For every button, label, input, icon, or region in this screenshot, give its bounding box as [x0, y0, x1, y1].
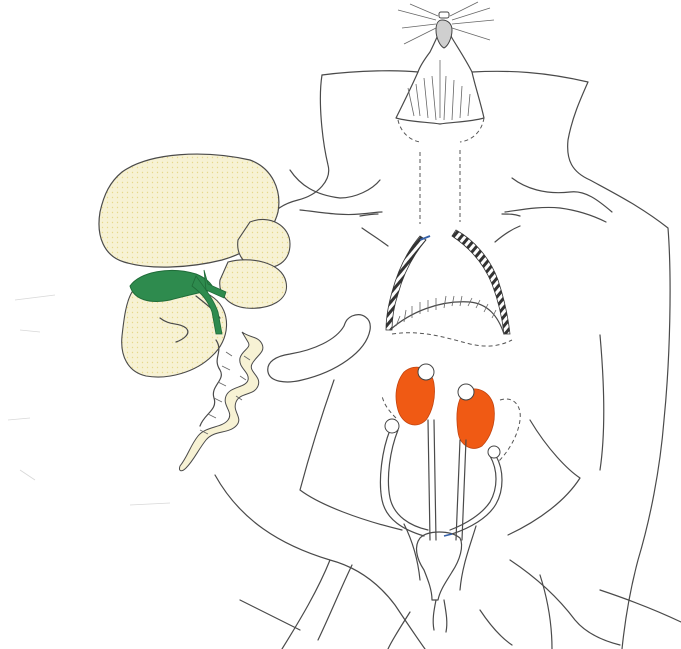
bladder-icon — [404, 524, 476, 632]
stomach-icon — [268, 315, 371, 382]
kidney-icon — [396, 364, 494, 448]
ribcage-icon — [360, 150, 520, 346]
